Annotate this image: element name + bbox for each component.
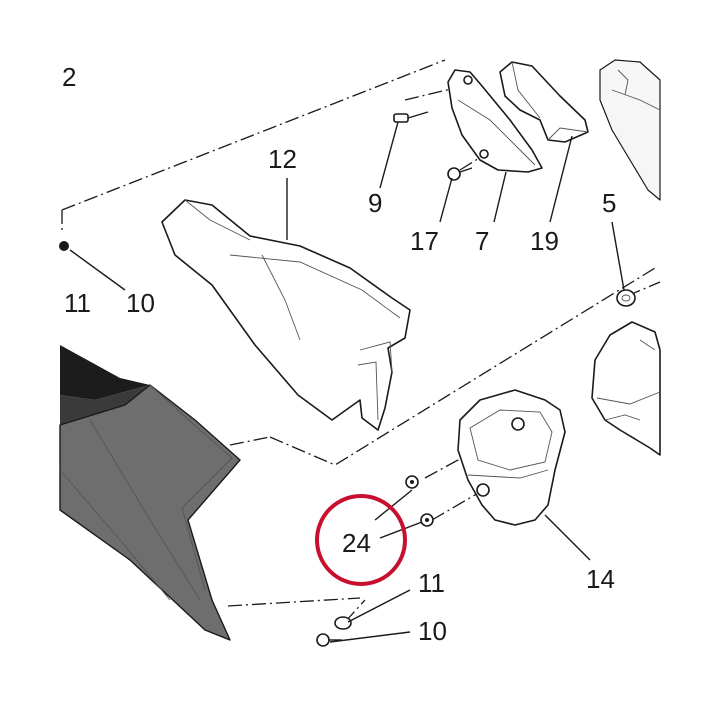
label-14: 14 bbox=[586, 564, 615, 594]
label-17: 17 bbox=[410, 226, 439, 256]
part-labels: 2 12 9 17 7 19 5 11 10 24 14 11 10 bbox=[62, 62, 616, 646]
part-14-bracket bbox=[457, 389, 566, 526]
frame-fragment-top-right bbox=[599, 59, 661, 201]
label-12: 12 bbox=[268, 144, 297, 174]
fastener-10-screw-bottom bbox=[316, 633, 342, 647]
part-19-pad bbox=[499, 61, 589, 143]
fastener-11-washer-bottom bbox=[334, 616, 352, 630]
label-19: 19 bbox=[530, 226, 559, 256]
highlight-circle bbox=[315, 494, 407, 586]
fastener-9-screw bbox=[393, 111, 429, 123]
part-12-cover bbox=[161, 199, 411, 431]
side-panel-dark bbox=[59, 345, 241, 641]
fastener-24-screw-lower bbox=[420, 513, 434, 527]
label-11-left: 11 bbox=[64, 288, 91, 318]
part-fragment-right bbox=[591, 321, 661, 456]
label-9: 9 bbox=[368, 188, 382, 218]
fastener-10-nut-left bbox=[59, 241, 69, 251]
part-7-bracket bbox=[447, 69, 543, 173]
label-7: 7 bbox=[475, 226, 489, 256]
label-10-bottom: 10 bbox=[418, 616, 447, 646]
fastener-17-screw bbox=[447, 167, 473, 181]
fastener-5-grommet bbox=[616, 289, 636, 307]
label-11-bottom: 11 bbox=[418, 568, 445, 598]
fastener-24-screw-upper bbox=[405, 475, 419, 489]
label-5: 5 bbox=[602, 188, 616, 218]
leader-lines bbox=[69, 121, 625, 643]
label-10-left: 10 bbox=[126, 288, 155, 318]
label-2: 2 bbox=[62, 62, 76, 92]
label-24: 24 bbox=[342, 528, 371, 558]
